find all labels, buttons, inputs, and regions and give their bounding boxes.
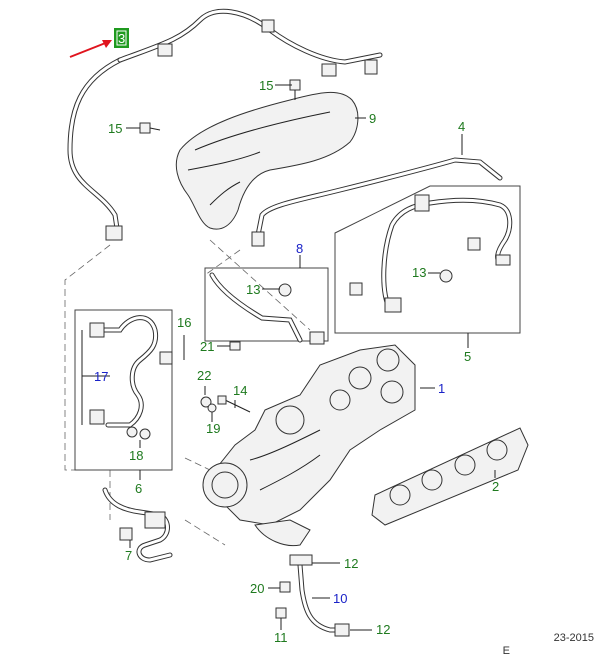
turbocharger-assembly	[202, 344, 416, 547]
label-22: 22	[197, 368, 211, 383]
label-21: 21	[200, 339, 214, 354]
label-4: 4	[458, 119, 465, 134]
label-11: 11	[274, 630, 288, 645]
actuator-hose-7	[102, 487, 173, 563]
diagram-code: E	[502, 645, 510, 657]
label-19: 19	[206, 421, 220, 436]
label-13a: 13	[246, 282, 260, 297]
label-18: 18	[129, 448, 143, 463]
oil-return-pipe	[275, 554, 350, 637]
vacuum-hose-top	[67, 8, 383, 241]
label-12a: 12	[344, 556, 358, 571]
stud-and-washers	[200, 395, 251, 413]
box-item-6	[74, 309, 173, 471]
label-8: 8	[296, 241, 303, 256]
label-16: 16	[177, 315, 191, 330]
callout-box-3	[114, 28, 129, 48]
leader-lines	[81, 84, 496, 631]
label-15a: 15	[259, 78, 273, 93]
red-pointer-arrow	[69, 40, 112, 58]
diagram-date: 23-2015	[553, 632, 594, 644]
exhaust-manifold-gasket	[371, 427, 529, 526]
label-5: 5	[464, 349, 471, 364]
label-15b: 15	[108, 121, 122, 136]
heat-shield	[175, 91, 359, 230]
label-10: 10	[333, 591, 347, 606]
label-3: 3	[118, 31, 125, 46]
label-1: 1	[438, 381, 445, 396]
label-13b: 13	[412, 265, 426, 280]
oil-feed-pipe	[251, 157, 503, 247]
label-9: 9	[369, 111, 376, 126]
label-12b: 12	[376, 622, 390, 637]
label-6: 6	[135, 481, 142, 496]
label-2: 2	[492, 479, 499, 494]
label-7: 7	[125, 548, 132, 563]
part-labels: 3 15 15 9 4 8 13 13 5 16 17 21 22 14 1 1…	[94, 31, 499, 645]
box-item-5	[334, 185, 521, 334]
label-20: 20	[250, 581, 264, 596]
label-14: 14	[233, 383, 247, 398]
box-item-8	[204, 267, 329, 351]
label-17: 17	[94, 369, 108, 384]
